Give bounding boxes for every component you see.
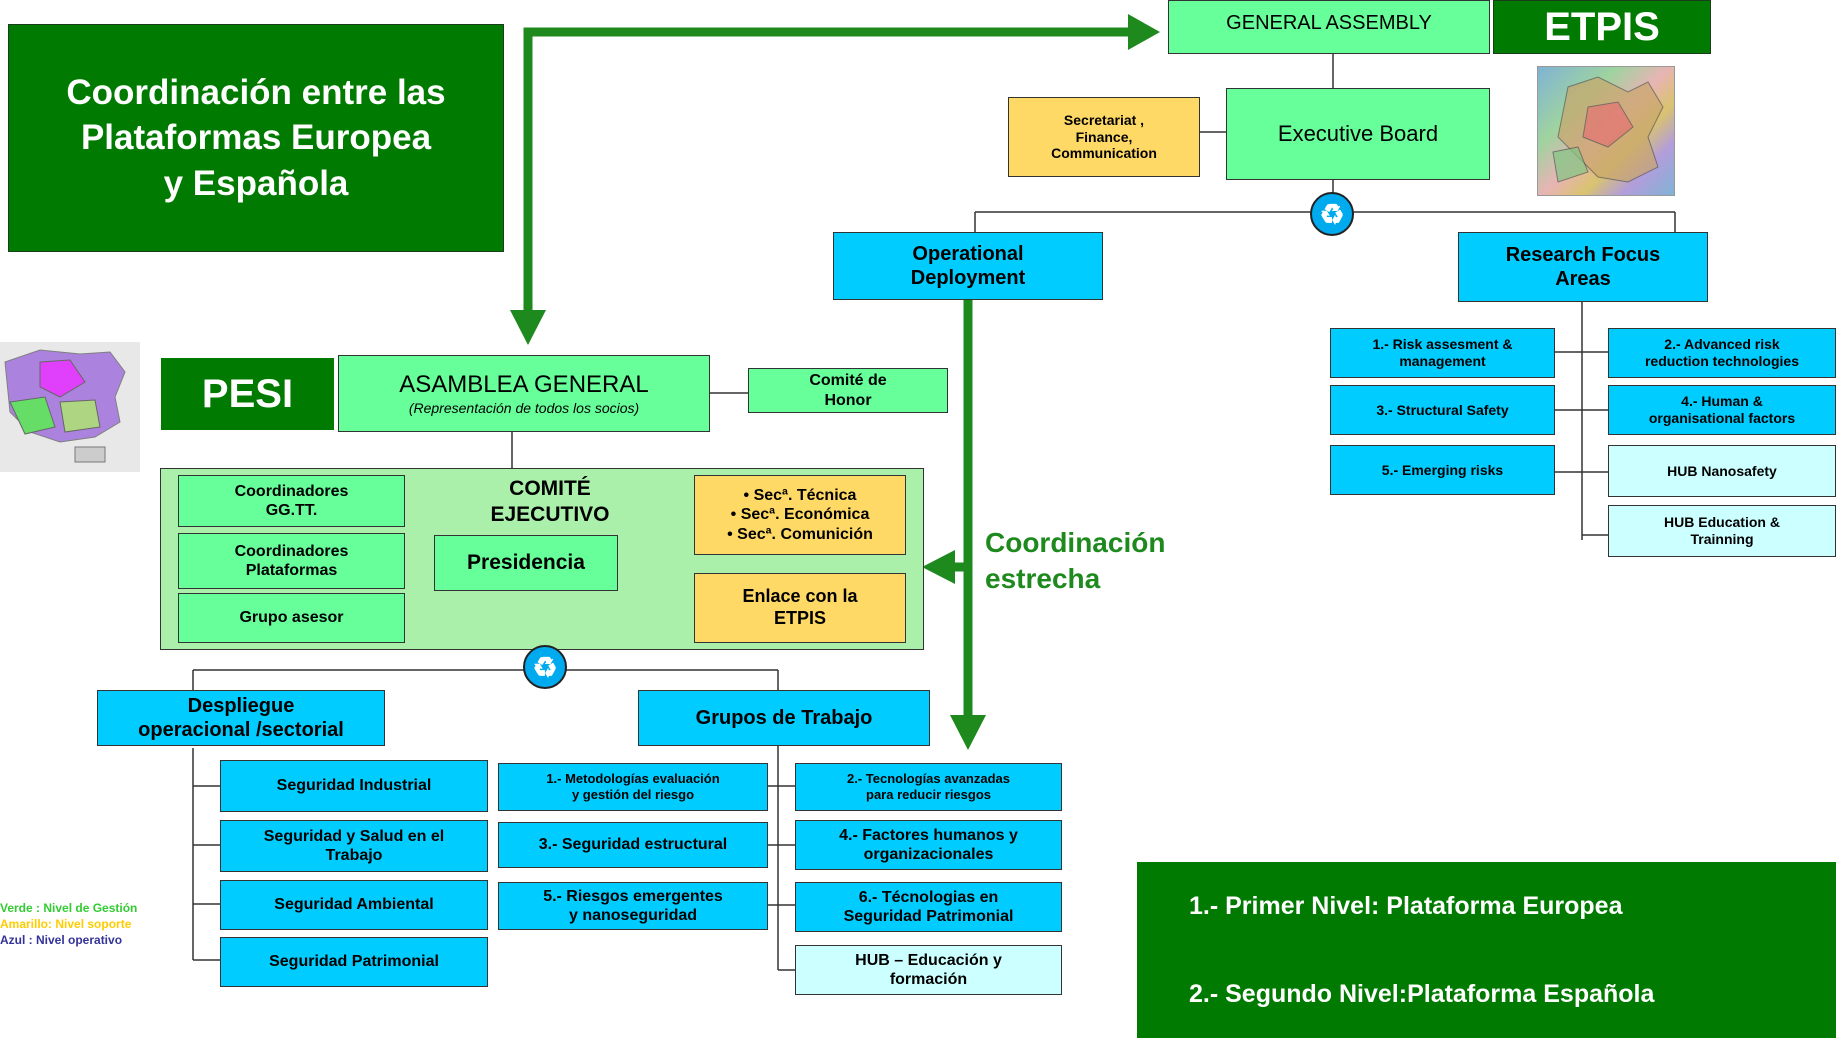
secretariat-box: Secretariat , Finance, Communication [1008,97,1200,177]
coordinacion-estrecha-label: Coordinación estrecha [985,527,1166,595]
comite-ejecutivo-title: COMITÉ EJECUTIVO [490,477,610,527]
spain-map-shapes [4,349,126,463]
legend: Verde : Nivel de Gestión Amarillo: Nivel… [0,900,137,949]
levels-box: 1.- Primer Nivel: Plataforma Europea 2.-… [1137,862,1836,1038]
europe-map-image [1537,66,1675,196]
grupos-trabajo-box: Grupos de Trabajo [638,690,930,746]
title-box: Coordinación entre las Plataformas Europ… [8,24,504,252]
general-assembly-box: GENERAL ASSEMBLY [1168,0,1490,54]
comite-honor-box: Comité de Honor [748,368,948,413]
area-hub-education: HUB Education &Trainning [1608,505,1836,557]
map-shapes [1552,76,1664,183]
operational-deployment-box: Operational Deployment [833,232,1103,300]
pesi-label: PESI [160,357,335,431]
area-risk-assessment: 1.- Risk assesment &management [1330,328,1555,378]
despliegue-box: Despliegue operacional /sectorial [97,690,385,746]
area-hub-nanosafety: HUB Nanosafety [1608,445,1836,497]
area-human-factors: 4.- Human &organisational factors [1608,385,1836,435]
enlace-etpis-box: Enlace con la ETPIS [694,573,906,643]
legend-azul: Azul : Nivel operativo [0,933,123,948]
legend-amarillo: Amarillo: Nivel soporte [0,917,132,932]
sector-ambiental: Seguridad Ambiental [220,880,488,930]
recycle-icon-pesi: ♻ [523,645,567,689]
area-emerging-risks: 5.- Emerging risks [1330,445,1555,495]
etpis-label: ETPIS [1493,0,1711,54]
area-structural-safety: 3.- Structural Safety [1330,385,1555,435]
presidencia-box: Presidencia [434,535,618,591]
asamblea-general-box: ASAMBLEA GENERAL (Representación de todo… [338,355,710,432]
level-1: 1.- Primer Nivel: Plataforma Europea [1189,892,1623,920]
sector-patrimonial: Seguridad Patrimonial [220,937,488,987]
recycle-icon: ♻ [1310,192,1354,236]
sector-industrial: Seguridad Industrial [220,760,488,812]
grupo-seguridad-estructural: 3.- Seguridad estructural [498,822,768,868]
research-focus-box: Research Focus Areas [1458,232,1708,302]
legend-verde: Verde : Nivel de Gestión [0,901,138,915]
spain-map-image [0,342,140,472]
title-line-1: Coordinación entre las [66,72,446,112]
grupo-asesor-box: Grupo asesor [178,593,405,643]
coordination-arrow-top [523,27,1140,320]
title-line-3: y Española [163,163,349,203]
level-2: 2.- Segundo Nivel:Plataforma Española [1189,980,1655,1008]
executive-board-box: Executive Board [1226,88,1490,180]
secretarias-box: • Secª. Técnica • Secª. Económica • Secª… [694,475,906,555]
title-line-2: Plataformas Europea [80,118,432,158]
